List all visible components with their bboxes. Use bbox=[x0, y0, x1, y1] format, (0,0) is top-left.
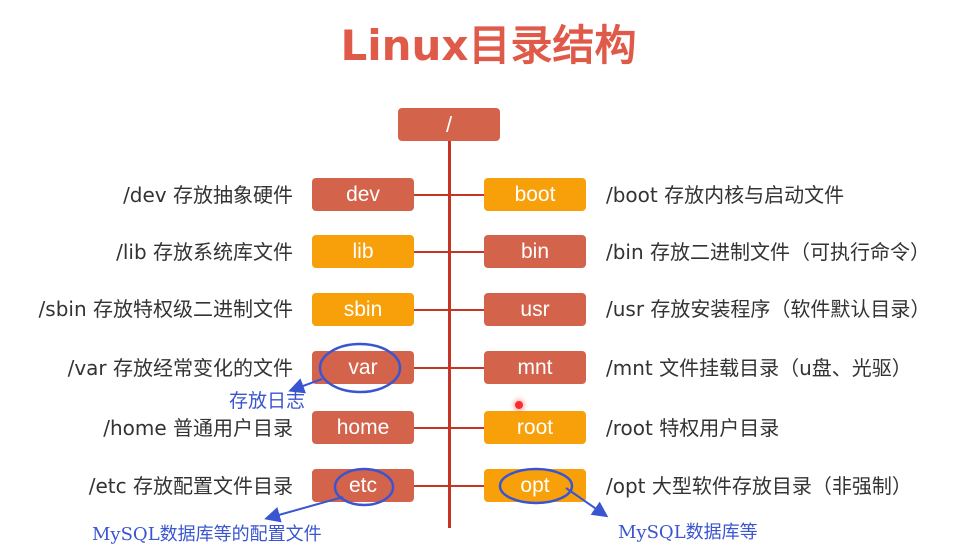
connector-lib-bin bbox=[414, 251, 484, 253]
node-bin: bin bbox=[484, 235, 586, 268]
desc-home: /home 普通用户目录 bbox=[103, 416, 293, 440]
page-title: Linux目录结构 bbox=[340, 21, 637, 70]
desc-bin: /bin 存放二进制文件（可执行命令） bbox=[606, 240, 931, 264]
desc-boot: /boot 存放内核与启动文件 bbox=[606, 183, 845, 207]
connector-var-mnt bbox=[414, 367, 484, 369]
node-dev: dev bbox=[312, 178, 414, 211]
desc-usr: /usr 存放安装程序（软件默认目录） bbox=[606, 297, 931, 321]
desc-sbin: /sbin 存放特权级二进制文件 bbox=[38, 297, 293, 321]
node-sbin: sbin bbox=[312, 293, 414, 326]
desc-mnt: /mnt 文件挂载目录（u盘、光驱） bbox=[606, 356, 912, 380]
node-boot: boot bbox=[484, 178, 586, 211]
desc-var: /var 存放经常变化的文件 bbox=[67, 356, 293, 380]
desc-etc: /etc 存放配置文件目录 bbox=[88, 474, 293, 498]
connector-sbin-usr bbox=[414, 309, 484, 311]
root-directory-node: / bbox=[398, 108, 500, 141]
desc-dev: /dev 存放抽象硬件 bbox=[123, 183, 293, 207]
connector-etc-opt bbox=[414, 485, 484, 487]
node-mnt: mnt bbox=[484, 351, 586, 384]
node-lib: lib bbox=[312, 235, 414, 268]
desc-root: /root 特权用户目录 bbox=[606, 416, 780, 440]
annotation-etc-note: MySQL数据库等的配置文件 bbox=[92, 524, 322, 545]
annotation-var-note: 存放日志 bbox=[229, 390, 306, 412]
desc-opt: /opt 大型软件存放目录（非强制） bbox=[606, 474, 912, 498]
pointer-dot-icon bbox=[515, 401, 523, 409]
tree-trunk-line bbox=[448, 141, 451, 528]
node-home: home bbox=[312, 411, 414, 444]
node-var: var bbox=[312, 351, 414, 384]
node-opt: opt bbox=[484, 469, 586, 502]
node-root: root bbox=[484, 411, 586, 444]
annotation-opt-note: MySQL数据库等 bbox=[618, 522, 758, 543]
node-etc: etc bbox=[312, 469, 414, 502]
desc-lib: /lib 存放系统库文件 bbox=[116, 240, 293, 264]
node-usr: usr bbox=[484, 293, 586, 326]
connector-dev-boot bbox=[414, 194, 484, 196]
connector-home-root bbox=[414, 427, 484, 429]
